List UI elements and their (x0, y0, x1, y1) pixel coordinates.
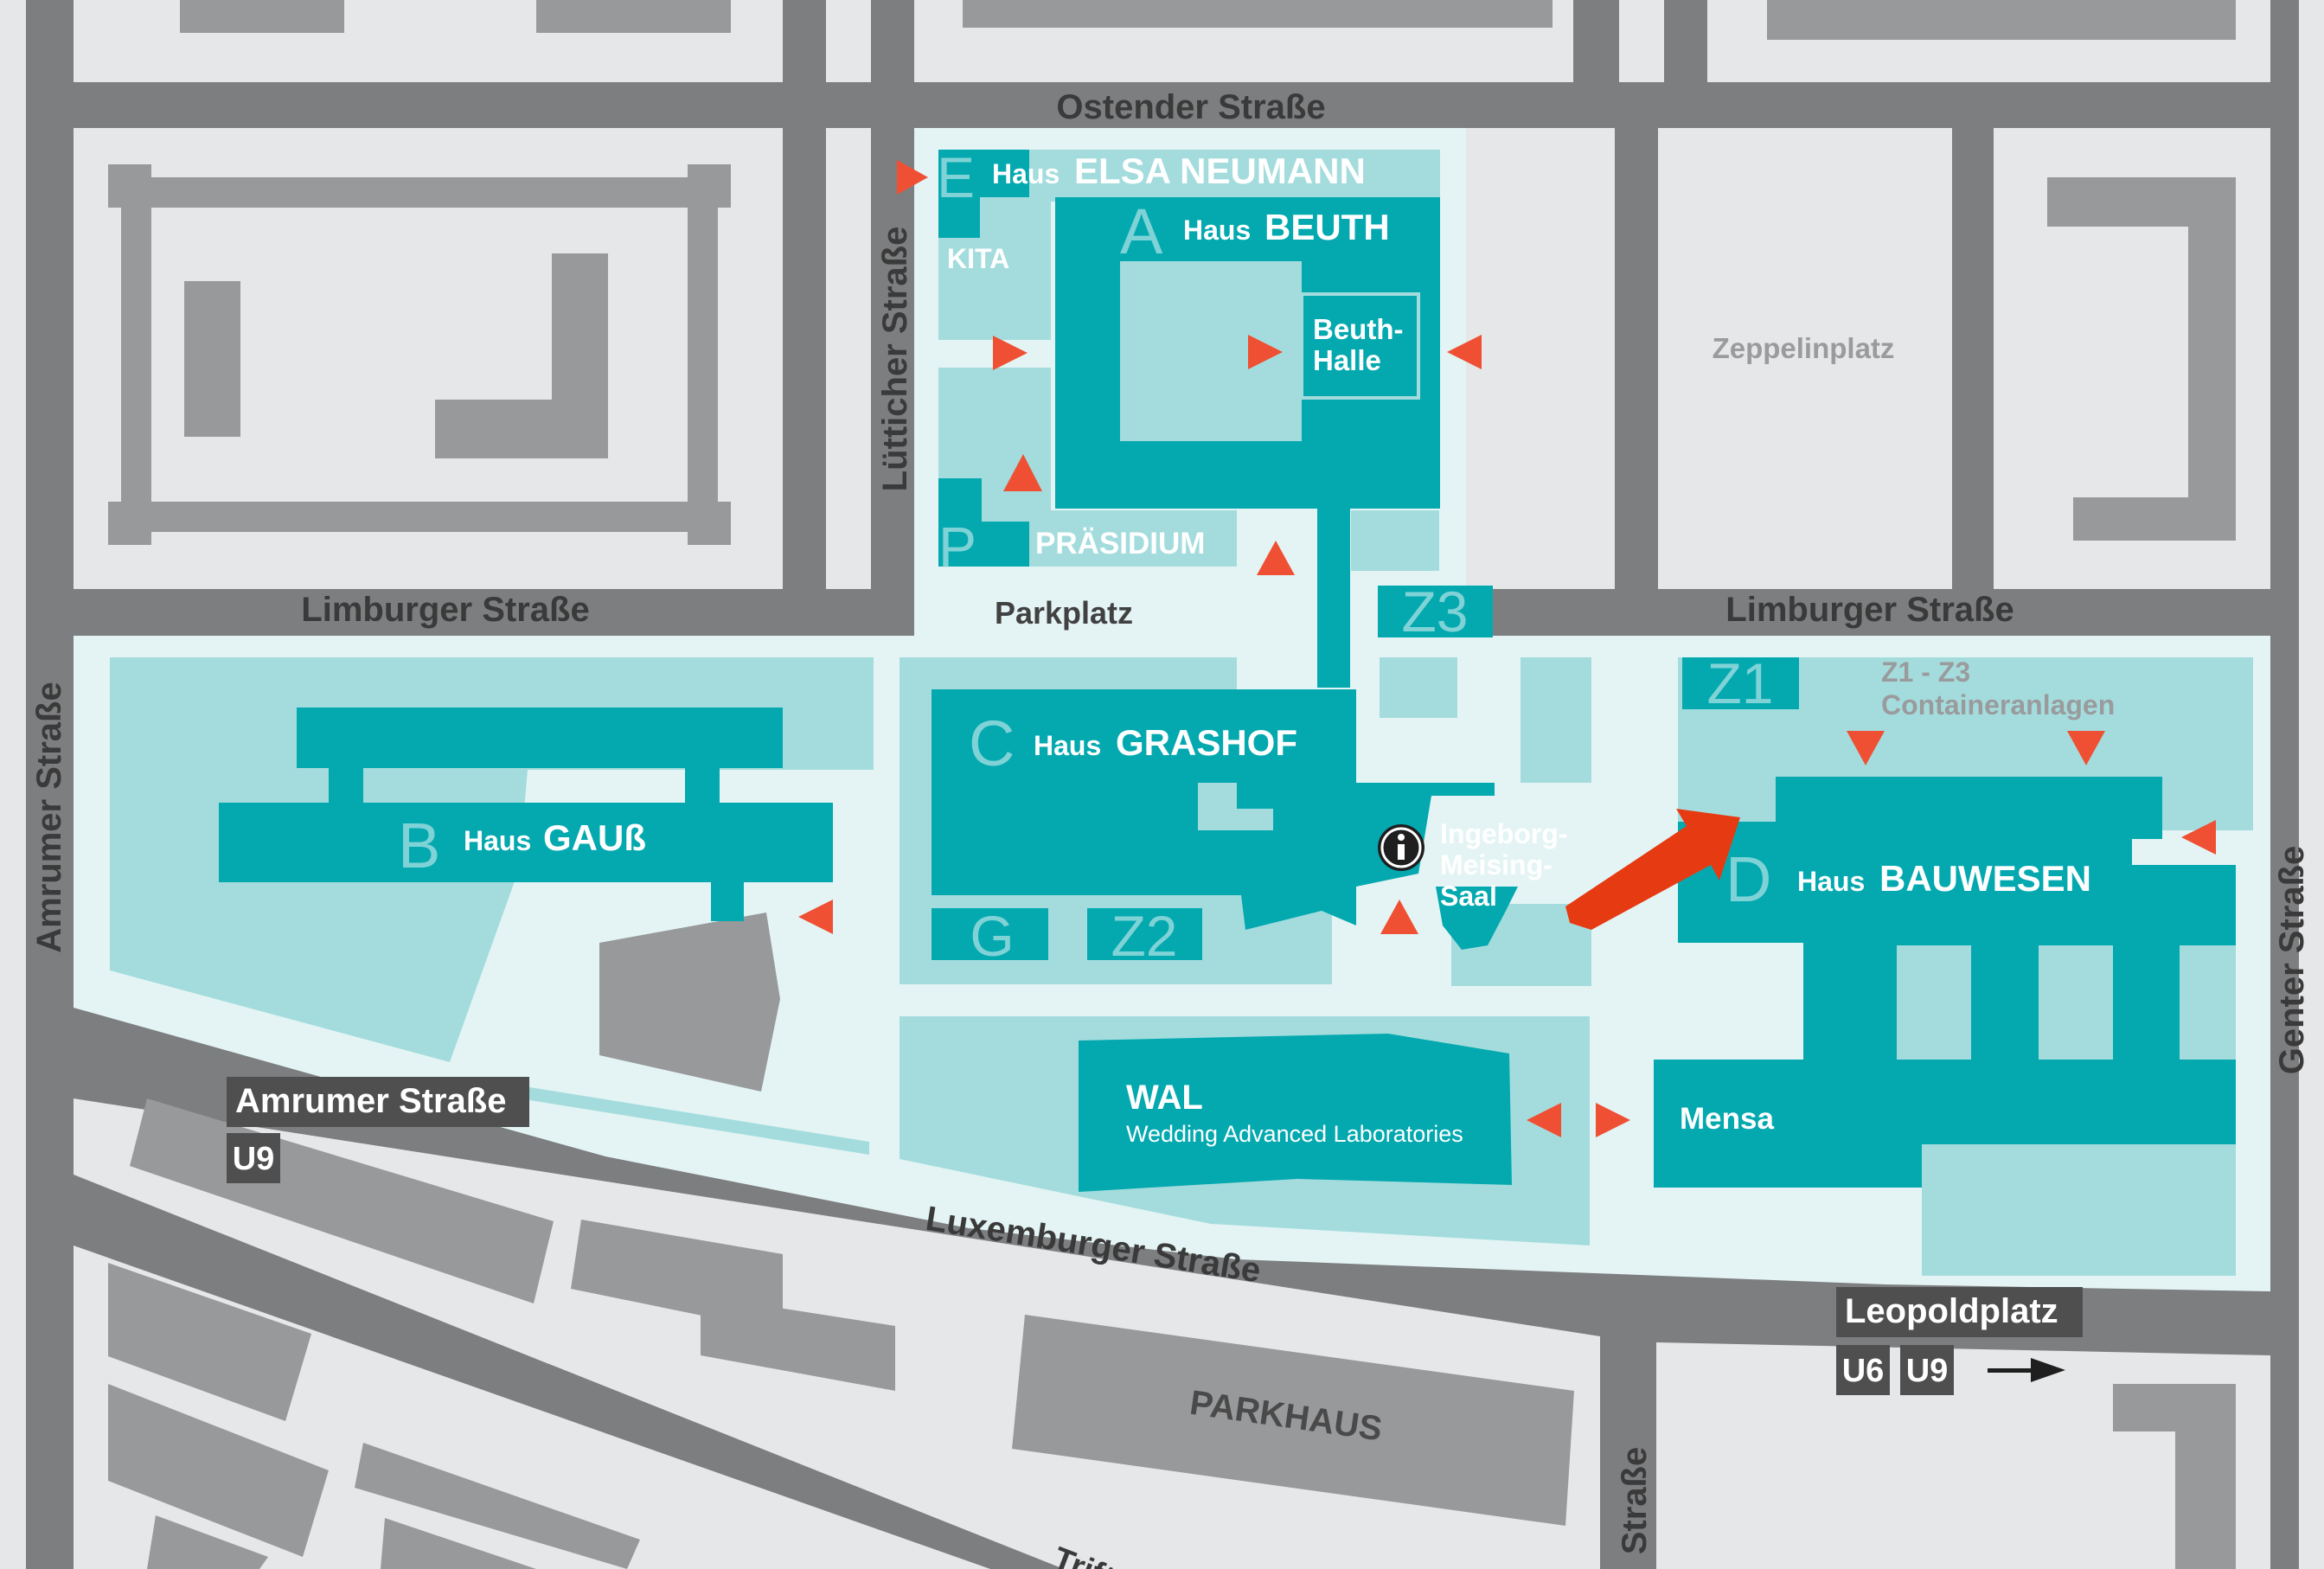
label-saal-1: Ingeborg- (1440, 818, 1568, 849)
transit-amrumer[interactable]: Amrumer Straße U9 (227, 1077, 529, 1183)
label-beuth-hall-1: Beuth- (1313, 313, 1403, 345)
entrance-marker (993, 336, 1028, 370)
street-bottom-vertical: Straße (1616, 1447, 1654, 1555)
street-luetticher: Lütticher Straße (876, 227, 914, 492)
label-beuth-hall-2: Halle (1313, 344, 1381, 376)
building-g (932, 908, 1048, 960)
entrance-marker (1447, 335, 1482, 369)
entrance-markers (798, 160, 2216, 1137)
label-mensa: Mensa (1680, 1102, 1774, 1136)
letter-z2: Z2 (1111, 904, 1177, 968)
entrance-marker (1257, 541, 1295, 575)
label-praesidium: PRÄSIDIUM (1035, 527, 1205, 560)
street-amrumer-vertical: Amrumer Straße (30, 682, 68, 952)
label-kita: KITA (947, 243, 1009, 274)
building-bauwesen (1654, 777, 2236, 1188)
transit-leopoldplatz-name: Leopoldplatz (1845, 1292, 2058, 1330)
building-saal (1436, 887, 1518, 950)
label-containers-title: Z1 - Z3 (1881, 656, 1970, 688)
transit-amrumer-line: U9 (233, 1141, 275, 1177)
map-margin-right (2299, 0, 2324, 1569)
letter-gauss: B (398, 810, 440, 881)
building-praesidium (938, 478, 1029, 567)
label-beuth-name: BEUTH (1264, 207, 1390, 247)
building-beuth (1055, 197, 1440, 688)
label-wal-sub: Wedding Advanced Laboratories (1126, 1121, 1463, 1147)
building-wal (1079, 1034, 1512, 1192)
info-point[interactable] (1378, 824, 1424, 871)
letter-g: G (970, 904, 1014, 968)
entrance-marker (897, 160, 928, 195)
entrance-marker (1527, 1103, 1561, 1137)
entrance-marker (2067, 731, 2105, 765)
block-northwest (74, 128, 783, 589)
route-arrow (1565, 809, 1740, 930)
label-containers-sub: Containeranlagen (1881, 689, 2115, 720)
label-bauwesen-prefix: Haus (1797, 866, 1865, 897)
block-northeast (1994, 128, 2270, 589)
transit-leopoldplatz-line-u6: U6 (1842, 1353, 1885, 1389)
label-gauss-prefix: Haus (464, 825, 531, 856)
label-wal: WAL (1126, 1079, 1203, 1117)
letter-z1: Z1 (1706, 651, 1773, 715)
street-ostender: Ostender Straße (1056, 88, 1325, 126)
transit-leopoldplatz[interactable]: Leopoldplatz U6 U9 (1836, 1287, 2083, 1395)
street-genter: Genter Straße (2273, 846, 2311, 1075)
label-parkplatz: Parkplatz (995, 595, 1133, 631)
label-saal-3: Saal (1440, 881, 1497, 912)
entrance-marker (1596, 1103, 1630, 1137)
letter-z3: Z3 (1401, 580, 1468, 644)
letter-bauwesen: D (1725, 843, 1771, 915)
entrance-marker (2181, 820, 2216, 855)
building-elsa (938, 150, 1029, 238)
building-z3 (1378, 586, 1493, 637)
label-bauwesen-name: BAUWESEN (1879, 858, 2091, 899)
label-elsa-prefix: Haus (992, 158, 1060, 189)
top-blocks (74, 0, 2270, 82)
label-saal-2: Meising- (1440, 849, 1553, 881)
block-east (1658, 128, 1952, 589)
entrance-marker (1380, 900, 1418, 934)
label-zeppelinplatz: Zeppelinplatz (1713, 332, 1895, 364)
transit-amrumer-name: Amrumer Straße (235, 1082, 506, 1120)
letter-grashof: C (969, 708, 1015, 779)
street-limburger-west: Limburger Straße (301, 591, 589, 629)
label-elsa-name: ELSA NEUMANN (1074, 150, 1366, 191)
map-margin-left (0, 0, 26, 1569)
street-limburger-east: Limburger Straße (1725, 591, 2013, 629)
letter-elsa: E (937, 145, 975, 209)
entrance-marker (798, 900, 833, 934)
building-gauss (219, 708, 833, 921)
building-grashof (932, 689, 1495, 930)
entrance-marker (1248, 335, 1283, 369)
block-luetticher-west (826, 128, 871, 589)
entrance-marker (1003, 454, 1042, 491)
info-icon (1398, 834, 1405, 841)
label-gauss-name: GAUß (543, 817, 646, 858)
label-grashof-name: GRASHOF (1116, 722, 1297, 763)
annex-building (599, 913, 780, 1092)
arrow-right-icon (1988, 1358, 2065, 1382)
transit-leopoldplatz-line-u9: U9 (1906, 1353, 1949, 1389)
letter-praesidium: P (938, 515, 976, 579)
entrance-marker (1847, 731, 1885, 765)
label-grashof-prefix: Haus (1034, 730, 1101, 761)
letter-beuth: A (1120, 195, 1163, 267)
building-z2 (1087, 908, 1202, 960)
building-z1 (1682, 657, 1799, 709)
label-beuth-prefix: Haus (1183, 215, 1251, 246)
